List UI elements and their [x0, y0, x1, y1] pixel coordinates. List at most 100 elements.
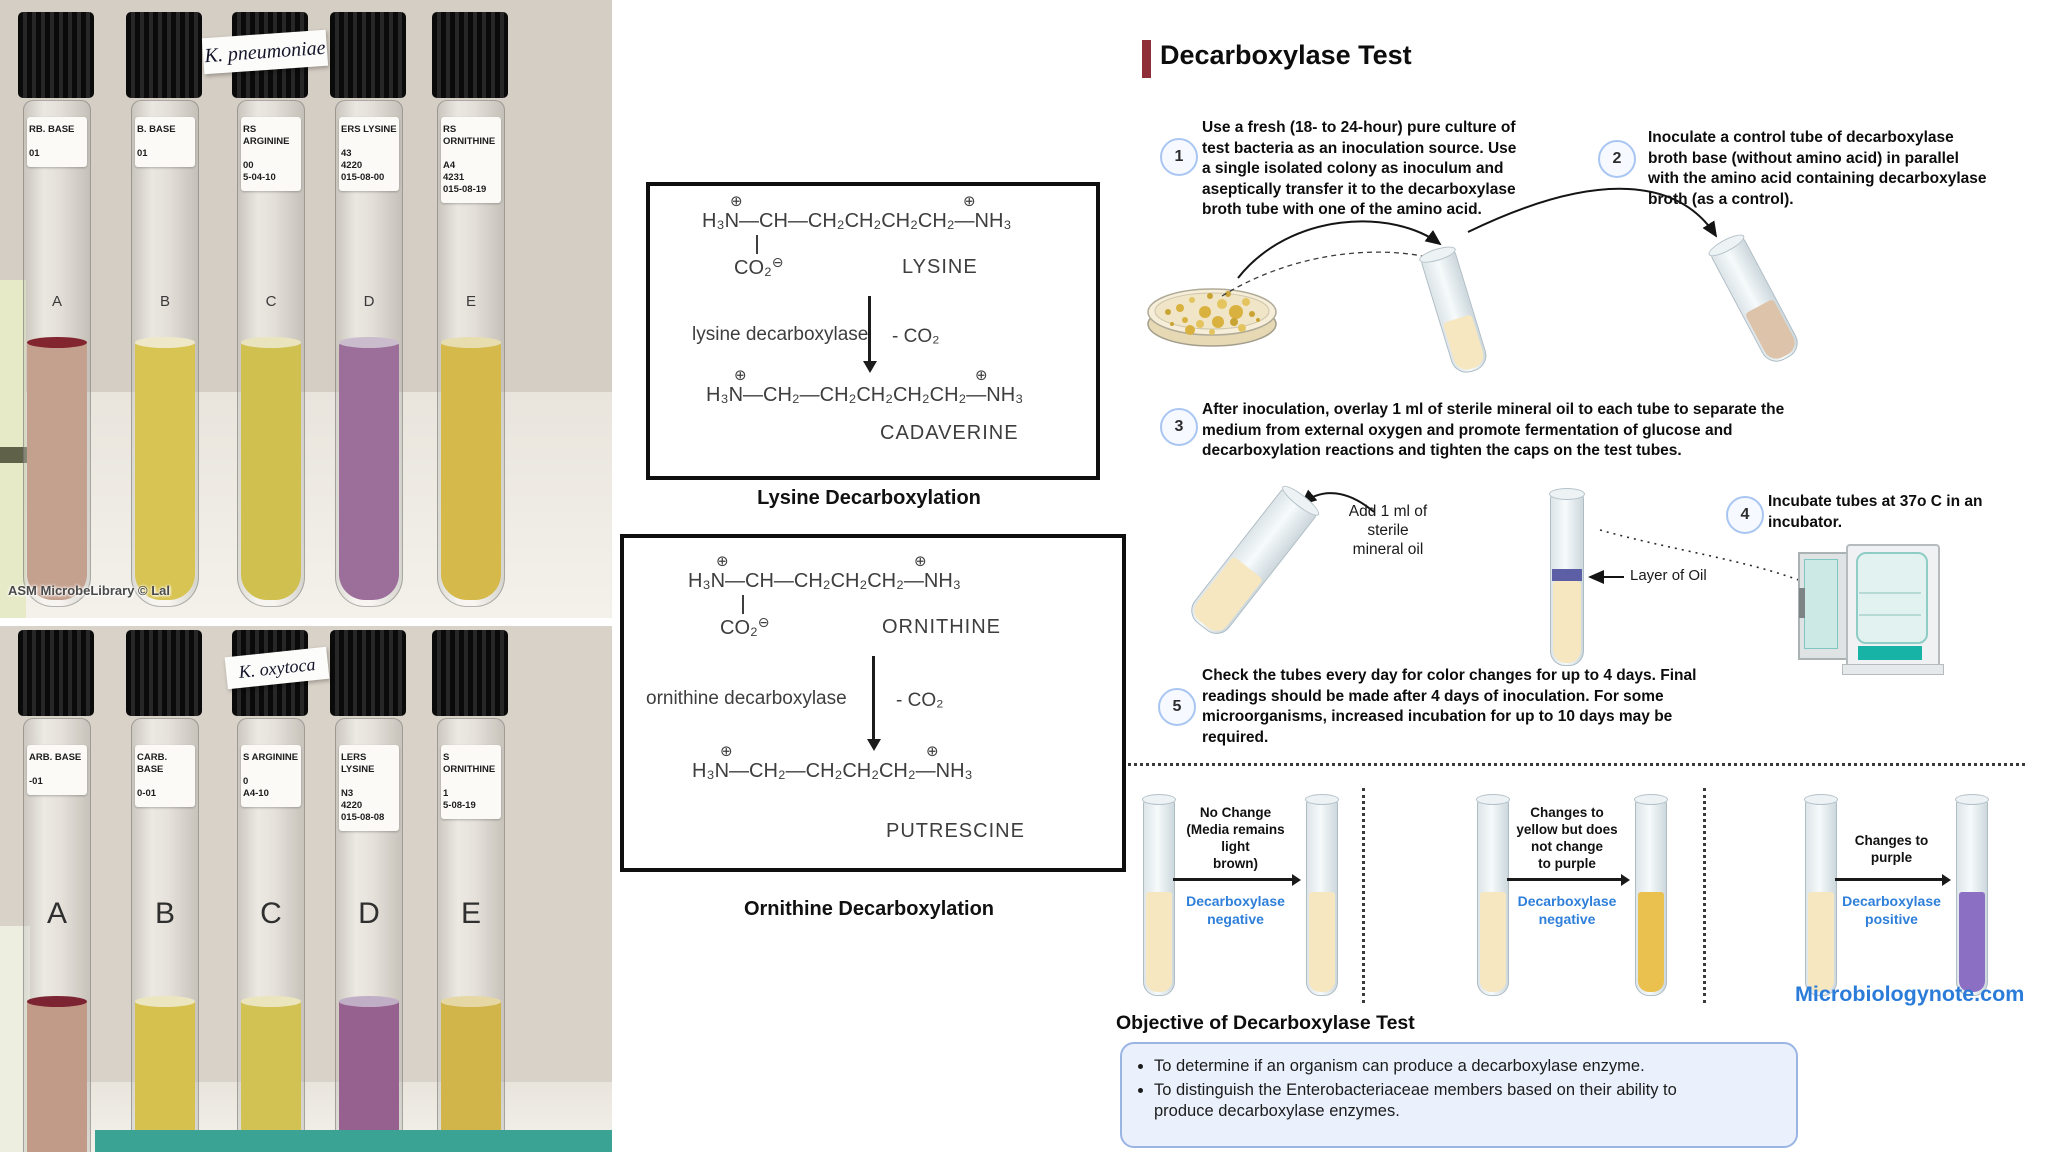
- step-5-text: Check the tubes every day for color chan…: [1202, 667, 1697, 746]
- add-oil-label: Add 1 ml of sterile mineral oil: [1348, 503, 1428, 558]
- oil-overlay-tube-illustration: [1184, 481, 1323, 641]
- co2-loss-label: - CO₂: [892, 326, 940, 347]
- step-4-number: 4: [1726, 496, 1764, 534]
- result-change-text: No Change (Media remains light brown): [1186, 805, 1285, 871]
- tube-letter: A: [46, 897, 67, 930]
- test-tube: S ARGININE 0 A4-10 C: [232, 626, 308, 1152]
- carboxyl-group: CO₂⊖: [720, 614, 770, 639]
- substrate-name: ORNITHINE: [882, 616, 1001, 638]
- test-tube: S ORNITHINE 1 5-08-19 E: [432, 626, 508, 1152]
- broth-liquid: [1189, 556, 1264, 637]
- ornithine-caption: Ornithine Decarboxylation: [743, 898, 995, 920]
- result-verdict: Decarboxylase negative: [1186, 893, 1285, 927]
- oil-layer-tube-illustration: [1549, 488, 1585, 666]
- broth-liquid: [1553, 581, 1581, 663]
- tube-liquid: [241, 337, 301, 600]
- tube-cap: [126, 12, 202, 98]
- tube-label: ARB. BASE -01: [27, 745, 87, 795]
- test-tube: RS ORNITHINE A4 4231 015-08-19 E: [432, 0, 508, 618]
- tube-liquid: [441, 996, 501, 1152]
- tube-label: RS ORNITHINE A4 4231 015-08-19: [441, 117, 501, 203]
- objective-bullet: To distinguish the Enterobacteriaceae me…: [1154, 1080, 1796, 1123]
- tube-liquid: [27, 337, 87, 600]
- tube-label: ERS LYSINE 43 4220 015-08-00: [339, 117, 399, 191]
- ornithine-reaction-box: ⊕ ⊕ H₃N—CH—CH₂CH₂CH₂—NH₃ CO₂⊖ ORNITHINE …: [620, 534, 1126, 872]
- step-5-number: 5: [1158, 688, 1196, 726]
- plus-charge-icon: ⊕: [720, 743, 733, 760]
- tube-rim: [1804, 794, 1838, 805]
- tube-label: RS ARGININE 00 5-04-10: [241, 117, 301, 191]
- lysine-reaction-box: ⊕ ⊕ H₃N—CH—CH₂CH₂CH₂CH₂—NH₃ CO₂⊖ LYSINE …: [646, 182, 1100, 480]
- broth-liquid: [1442, 314, 1487, 373]
- enzyme-label: ornithine decarboxylase: [646, 688, 847, 709]
- incubator-handle: [1799, 588, 1805, 618]
- result-verdict: Decarboxylase negative: [1517, 893, 1617, 927]
- counter-edge: [95, 1130, 612, 1152]
- incubator-illustration: [1796, 540, 1946, 676]
- before-liquid: [1146, 892, 1172, 992]
- plus-charge-icon: ⊕: [975, 367, 988, 384]
- lysine-formula: H₃N—CH—CH₂CH₂CH₂CH₂—NH₃: [702, 210, 1012, 232]
- step-2-number: 2: [1598, 140, 1636, 178]
- tube-liquid: [339, 996, 399, 1152]
- control-broth-liquid: [1744, 298, 1800, 364]
- after-tube: [1634, 794, 1668, 996]
- page-title: Decarboxylase Test: [1160, 40, 1412, 70]
- objective-bullet: To determine if an organism can produce …: [1154, 1056, 1796, 1078]
- liquid-ring: [135, 996, 195, 1007]
- tube-liquid: [135, 996, 195, 1152]
- oil-layer-band: [1552, 569, 1582, 581]
- tube-cap: [330, 630, 406, 716]
- result-panel: Changes to yellow but does not change to…: [1467, 790, 1668, 1005]
- result-change-text: Changes to yellow but does not change to…: [1516, 805, 1618, 871]
- tube-rim: [1634, 794, 1668, 805]
- result-panel: Changes to purple Decarboxylase positive: [1795, 790, 1989, 1005]
- putrescine-formula: H₃N—CH₂—CH₂CH₂CH₂—NH₃: [692, 760, 973, 782]
- minus-charge-icon: ⊖: [771, 254, 784, 270]
- step-2-text: Inoculate a control tube of decarboxylas…: [1648, 129, 1987, 208]
- tube-rim: [1278, 481, 1323, 520]
- test-tube: LERS LYSINE N3 4220 015-08-08 D: [330, 626, 406, 1152]
- result-panel: No Change (Media remains light brown) De…: [1133, 790, 1339, 1005]
- photo-k-pneumoniae: RB. BASE 01 A B. BASE 01 B: [0, 0, 612, 618]
- tube-label: S ARGININE 0 A4-10: [241, 745, 301, 807]
- product-name: PUTRESCINE: [886, 820, 1025, 842]
- tube-rim: [1476, 794, 1510, 805]
- website-watermark-link[interactable]: Microbiologynote.com: [1795, 982, 2025, 1006]
- tube-glass: RS ORNITHINE A4 4231 015-08-19 E: [437, 100, 505, 607]
- tube-glass: ARB. BASE -01 A: [23, 718, 91, 1152]
- step-3-number: 3: [1160, 408, 1198, 446]
- liquid-ring: [241, 337, 301, 348]
- tube-glass: CARB. BASE 0-01 B: [131, 718, 199, 1152]
- control-tube-illustration: [1705, 230, 1804, 368]
- incubator-shelf: [1859, 614, 1921, 616]
- objective-list: To determine if an organism can produce …: [1128, 1056, 1796, 1123]
- result-arrow: [1507, 874, 1630, 885]
- cadaverine-formula: H₃N—CH₂—CH₂CH₂CH₂CH₂—NH₃: [706, 384, 1024, 406]
- tube-letter: B: [154, 897, 175, 930]
- enzyme-label: lysine decarboxylase: [692, 324, 869, 345]
- tube-cap: [432, 630, 508, 716]
- result-change-text: Changes to purple: [1854, 833, 1929, 865]
- tube-rim: [1305, 794, 1339, 805]
- tube-rim: [1142, 794, 1176, 805]
- plus-charge-icon: ⊕: [734, 367, 747, 384]
- liquid-ring: [441, 337, 501, 348]
- tube-rim: [1549, 488, 1585, 500]
- test-tube: ERS LYSINE 43 4220 015-08-00 D: [330, 0, 406, 618]
- tube-cap: [330, 12, 406, 98]
- tube-rim: [1417, 243, 1458, 266]
- plus-charge-icon: ⊕: [914, 553, 927, 570]
- tube-letter: E: [460, 897, 481, 930]
- photo-k-oxytoca: ARB. BASE -01 A CARB. BASE 0-01 B: [0, 626, 612, 1152]
- tube-cap: [18, 12, 94, 98]
- tube-letter: B: [159, 293, 170, 310]
- tube-row: RB. BASE 01 A B. BASE 01 B: [0, 0, 612, 618]
- plus-charge-icon: ⊕: [963, 193, 976, 210]
- objective-heading: Objective of Decarboxylase Test: [1116, 1012, 1415, 1034]
- before-tube: [1804, 794, 1838, 996]
- incubator-control-panel: [1858, 646, 1922, 660]
- test-tube: CARB. BASE 0-01 B: [126, 626, 202, 1152]
- horizontal-dotted-separator: [1128, 763, 2025, 766]
- tube-liquid: [339, 337, 399, 600]
